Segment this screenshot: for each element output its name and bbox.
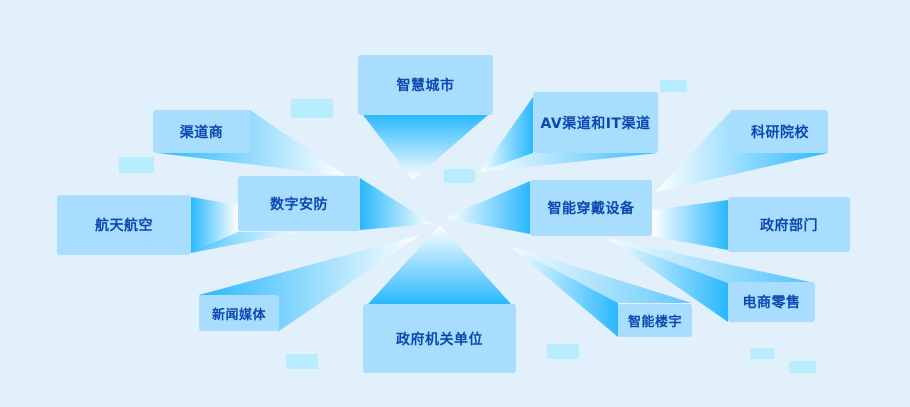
node-aerospace: 航天航空 <box>57 195 191 255</box>
beam-smart-wearables <box>445 181 530 234</box>
node-smart-wearables: 智能穿戴设备 <box>530 180 652 236</box>
decor-rect <box>750 348 774 359</box>
beam-smart-buildings <box>510 246 618 337</box>
decor-rect <box>547 344 579 359</box>
node-smart-buildings: 智能楼宇 <box>618 304 692 337</box>
decor-rect <box>119 157 154 173</box>
beam-government-departments <box>652 200 728 250</box>
beam-ecommerce-retail <box>607 238 728 322</box>
node-digital-security: 数字安防 <box>238 176 360 231</box>
beam-av-it-channel <box>480 97 533 172</box>
node-smart-city: 智慧城市 <box>358 55 493 115</box>
beam-government-agencies <box>368 225 511 304</box>
node-news-media: 新闻媒体 <box>199 295 279 331</box>
decor-rect <box>444 169 475 183</box>
node-government-departments: 政府部门 <box>728 197 850 252</box>
node-channel-dealer: 渠道商 <box>153 110 250 153</box>
beam-smart-city <box>363 115 488 180</box>
decor-rect <box>789 361 816 373</box>
node-research-institutes: 科研院校 <box>732 110 828 153</box>
decor-rect <box>291 99 333 118</box>
decor-rect <box>286 354 318 369</box>
node-av-it-channel: AV渠道和IT渠道 <box>533 92 658 153</box>
beam-digital-security <box>360 178 432 230</box>
node-government-agencies: 政府机关单位 <box>363 304 516 373</box>
decor-rect <box>660 80 687 92</box>
node-ecommerce-retail: 电商零售 <box>728 282 815 322</box>
